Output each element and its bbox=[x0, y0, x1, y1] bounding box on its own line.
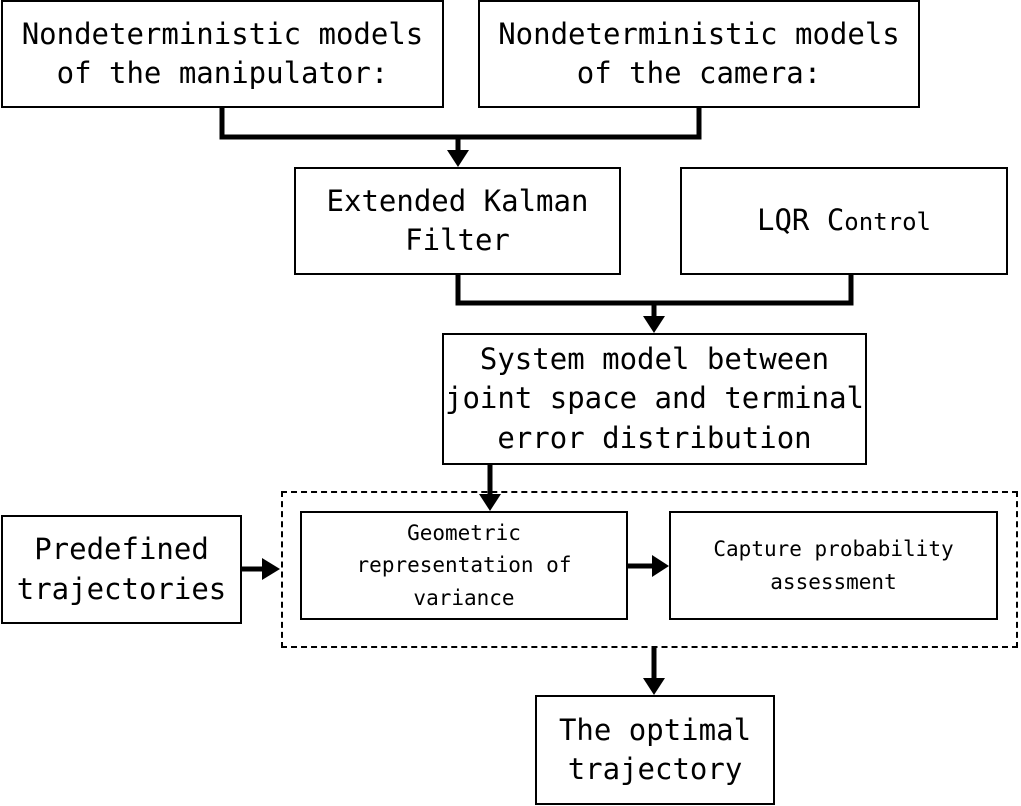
arrowhead-to-capture bbox=[652, 555, 669, 577]
lqr-label-large: LQR C bbox=[756, 203, 845, 238]
edge-ekf-system bbox=[455, 275, 654, 306]
node-optimal-trajectory: The optimal trajectory bbox=[535, 695, 775, 805]
lqr-label-small: ontrol bbox=[844, 208, 931, 237]
arrowhead-to-ekf bbox=[447, 150, 469, 167]
node-capture-probability: Capture probability assessment bbox=[669, 511, 998, 620]
edge-manipulator-ekf bbox=[219, 107, 458, 140]
assessment-group-dashed-border bbox=[281, 491, 1018, 648]
node-extended-kalman-filter: Extended Kalman Filter bbox=[294, 167, 621, 275]
arrowhead-to-group bbox=[262, 558, 280, 580]
node-geometric-representation: Geometric representation of variance bbox=[300, 511, 628, 620]
arrowhead-to-optimal bbox=[643, 678, 665, 695]
node-system-model-label: System model between joint space and ter… bbox=[444, 342, 865, 455]
node-lqr-control: LQR Control bbox=[680, 167, 1008, 275]
node-lqr-label: LQR Control bbox=[757, 201, 931, 240]
node-manipulator-label: Nondeterministic models of the manipulat… bbox=[21, 16, 424, 90]
node-geometric-label: Geometric representation of variance bbox=[356, 520, 572, 610]
node-predefined-trajectories: Predefined trajectories bbox=[1, 515, 242, 624]
node-ekf-label: Extended Kalman Filter bbox=[326, 183, 589, 257]
edge-lqr-system bbox=[654, 275, 854, 306]
node-system-model: System model between joint space and ter… bbox=[442, 333, 867, 465]
edge-camera-ekf bbox=[458, 107, 702, 140]
node-camera-models: Nondeterministic models of the camera: bbox=[478, 0, 920, 108]
arrowhead-to-system bbox=[643, 316, 665, 333]
node-manipulator-models: Nondeterministic models of the manipulat… bbox=[1, 0, 444, 108]
node-optimal-label: The optimal trajectory bbox=[558, 712, 752, 786]
arrowhead-to-geometric bbox=[479, 494, 501, 511]
node-camera-label: Nondeterministic models of the camera: bbox=[498, 16, 900, 90]
node-predefined-label: Predefined trajectories bbox=[16, 532, 227, 606]
node-capture-label: Capture probability assessment bbox=[713, 536, 954, 594]
